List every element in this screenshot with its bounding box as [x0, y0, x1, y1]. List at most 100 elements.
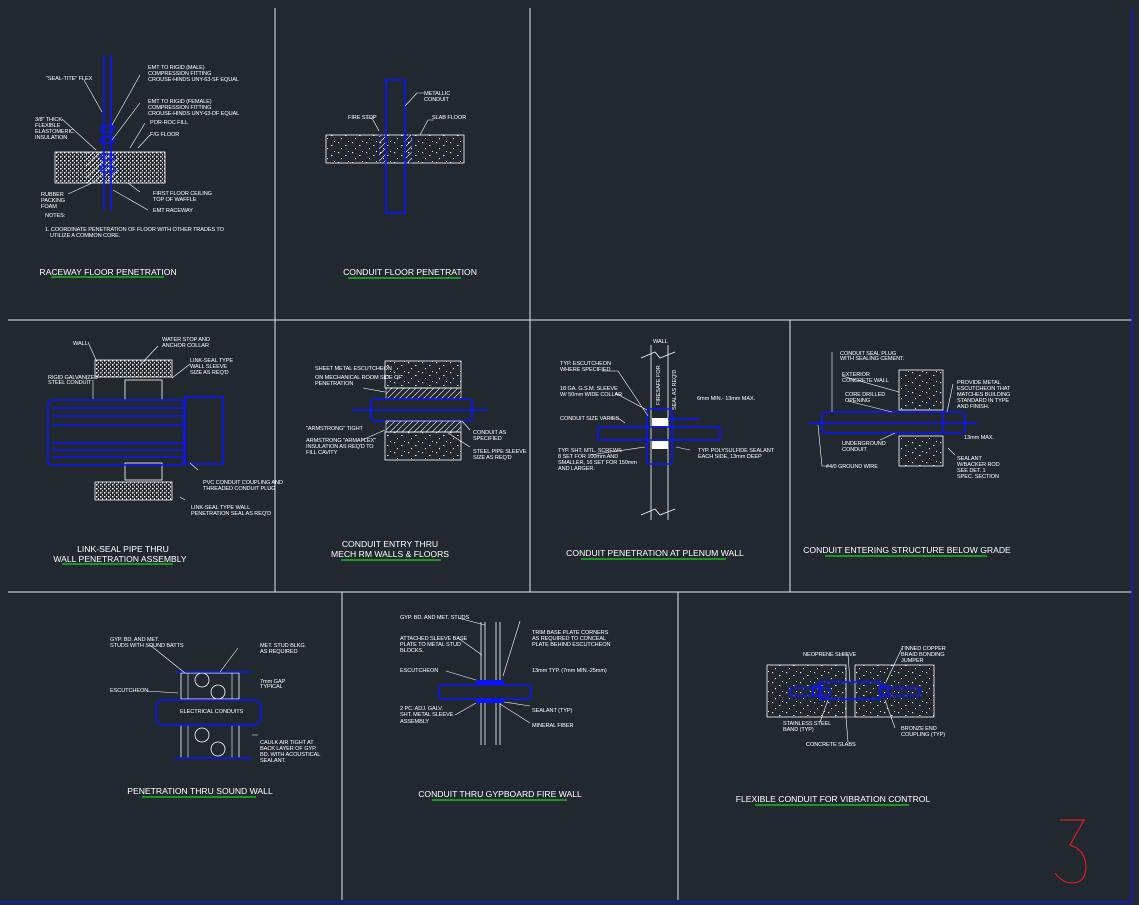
label: ESCUTCHEON [400, 668, 438, 674]
label: 6mm MIN.- 13mm MAX. [697, 396, 756, 402]
label: TYPICAL [260, 684, 283, 690]
label: TRIM BASE PLATE CORNERS [532, 630, 609, 636]
detail-title: CONDUIT PENETRATION AT PLENUM WALL [566, 548, 744, 558]
label: 13mm MAX. [964, 435, 994, 441]
label: TINNED COPPER [901, 646, 946, 652]
detail-conduit-entering-below-grade: CONDUIT SEAL PLUG WITH SEALING CEMENT. E… [803, 351, 1011, 557]
label: EACH SIDE, 13mm DEEP [698, 454, 762, 460]
label: ASSEMBLY [400, 719, 429, 725]
label: STEEL CONDUIT [48, 380, 92, 386]
label: CONDUIT SIZE VARIES [560, 416, 619, 422]
label: LINK-SEAL TYPE WALL [191, 505, 250, 511]
label: "ARMSTRONG" TIGHT [306, 426, 364, 432]
label: FIRESAFE FOR [656, 365, 662, 405]
label: SPEC. SECTION [957, 474, 999, 480]
label: BAND (TYP) [783, 727, 814, 733]
label: NEOPRENE SLEEVE [803, 652, 857, 658]
label: ANCHOR COLLAR [162, 343, 209, 349]
detail-conduit-floor-penetration: METALLIC CONDUIT FIRE STOP SLAB FLOOR CO… [325, 79, 477, 279]
detail-raceway-floor-penetration: "SEAL-TITE" FLEX EMT TO RIGID (MALE) COM… [35, 55, 239, 278]
label: SIZE AS REQ'D [473, 455, 512, 461]
label: PENETRATION [315, 381, 353, 387]
label: PENETRATION SEAL AS REQ'D [191, 511, 271, 517]
detail-flexible-conduit-vibration: NEOPRENE SLEEVE TINNED COPPER BRAID BOND… [736, 646, 946, 806]
detail-title: MECH RM WALLS & FLOORS [331, 549, 449, 559]
detail-conduit-thru-gypboard-fire-wall: GYP. BD. AND MET. STUDS ATTACHED SLEEVE … [400, 615, 611, 801]
label: ATTACHED SLEEVE BASE [400, 636, 467, 642]
label: METALLIC [424, 91, 450, 97]
detail-title: FLEXIBLE CONDUIT FOR VIBRATION CONTROL [736, 794, 931, 804]
label: SMALLER, 16 SET FOR 150mm [558, 460, 637, 466]
label: SEALANT (TYP) [532, 708, 572, 714]
label: SEALANT. [260, 758, 286, 764]
detail-conduit-entry-mech-room: SHEET METAL ESCUTCHEON ON MECHANICAL ROO… [306, 360, 527, 561]
label: 7mm GAP [260, 679, 285, 685]
label: RUBBER [41, 192, 64, 198]
label: NOTES: [45, 213, 66, 219]
label: STAINLESS STEEL [783, 721, 831, 727]
label: STUDS WITH SOUND BATTS [110, 643, 184, 649]
label: EMT TO RIGID (FEMALE) [148, 99, 212, 105]
detail-title: CONDUIT ENTRY THRU [342, 539, 438, 549]
label: EMT RACEWAY [153, 208, 193, 214]
label: 13mm TYP. (7mm MIN.-25mm) [532, 668, 607, 674]
label: W/ 50mm WIDE COLLAR [560, 392, 622, 398]
label: WHERE SPECIFIED [560, 367, 610, 373]
label: TYP. SHT. MTL. SCREWS [558, 448, 622, 454]
label: MINERAL FIBER [532, 723, 573, 729]
label: 8 SET FOR 100mm AND [558, 454, 618, 460]
label: ESCUTCHEON [110, 688, 148, 694]
label: 18 GA. G.S.M. SLEEVE [560, 386, 618, 392]
label: WATER STOP AND [162, 337, 210, 343]
label: INSULATION [35, 135, 67, 141]
label: "SEAL-TITE" FLEX [46, 76, 93, 82]
label: #4/0 GROUND WIRE [826, 464, 878, 470]
label: ON MECHANICAL ROOM SIDE OF [315, 375, 402, 381]
label: MATCHES BUILDING [957, 392, 1010, 398]
label: ELECTRICAL CONDUITS [180, 709, 244, 715]
label: CROUSE-HINDS UNY-63-SF EQUAL [148, 77, 239, 83]
label: BLOCKS. [400, 648, 424, 654]
label: CONCRETE WALL [842, 378, 889, 384]
label: SHEET METAL ESCUTCHEON [315, 366, 392, 372]
label: PVC CONDUIT COUPLING AND [203, 480, 283, 486]
label: 1. COORDINATE PENETRATION OF FLOOR WITH … [45, 227, 225, 233]
label: FLEXIBLE [35, 123, 61, 129]
label: BRONZE END [901, 726, 937, 732]
label: AND FINISH. [957, 404, 990, 410]
detail-title: RACEWAY FLOOR PENETRATION [39, 267, 176, 277]
detail-title: PENETRATION THRU SOUND WALL [127, 786, 273, 796]
label: CORE DRILLED [845, 392, 885, 398]
label: ARMSTRONG "ARMAFLEX" [306, 438, 376, 444]
label: STANDARD IN TYPE [957, 398, 1009, 404]
label: CAULK AIR TIGHT AT [260, 740, 314, 746]
label: FOAM [41, 204, 57, 210]
label: MET. STUD BLKG. [260, 643, 307, 649]
label: EXTERIOR [842, 372, 870, 378]
label: GYP. BD. AND MET. STUDS [400, 615, 469, 621]
label: WALL SLEEVE [190, 364, 227, 370]
label: WALL [73, 341, 88, 347]
label: AS REQUIRED TO CONCEAL [532, 636, 606, 642]
label: TYP. POLYSULFIDE SEALANT [698, 448, 775, 454]
label: INSULATION AS REQ'D TO [306, 444, 374, 450]
label: W/BACKER ROD [957, 462, 1000, 468]
label: COMPRESSION FITTING [148, 105, 211, 111]
detail-title: WALL PENETRATION ASSEMBLY [53, 554, 187, 564]
label: SPECIFIED [473, 436, 502, 442]
label: ESCUTCHEON THAT [957, 386, 1011, 392]
label: CONDUIT AS [473, 430, 506, 436]
detail-conduit-plenum-wall: WALL TYP. ESCUTCHEON WHERE SPECIFIED 18 … [558, 339, 775, 560]
label: SLAB FLOOR [432, 115, 466, 121]
label: PLATE BEHIND ESCUTCHEON [532, 642, 610, 648]
label: TOP OF WAFFLE [153, 197, 197, 203]
label: STEEL PIPE SLEEVE [473, 449, 527, 455]
label: SEE DET. 1 [957, 468, 986, 474]
label: CONDUIT SEAL PLUG [840, 351, 896, 357]
label: UNDERGROUND [842, 441, 886, 447]
label: UTILIZE A COMMON CORE. [50, 233, 121, 239]
label: BRAID BONDING [901, 652, 944, 658]
label: POR-ROC FILL [150, 120, 188, 126]
label: AND LARGER. [558, 466, 595, 472]
detail-title: CONDUIT ENTERING STRUCTURE BELOW GRADE [803, 545, 1011, 555]
